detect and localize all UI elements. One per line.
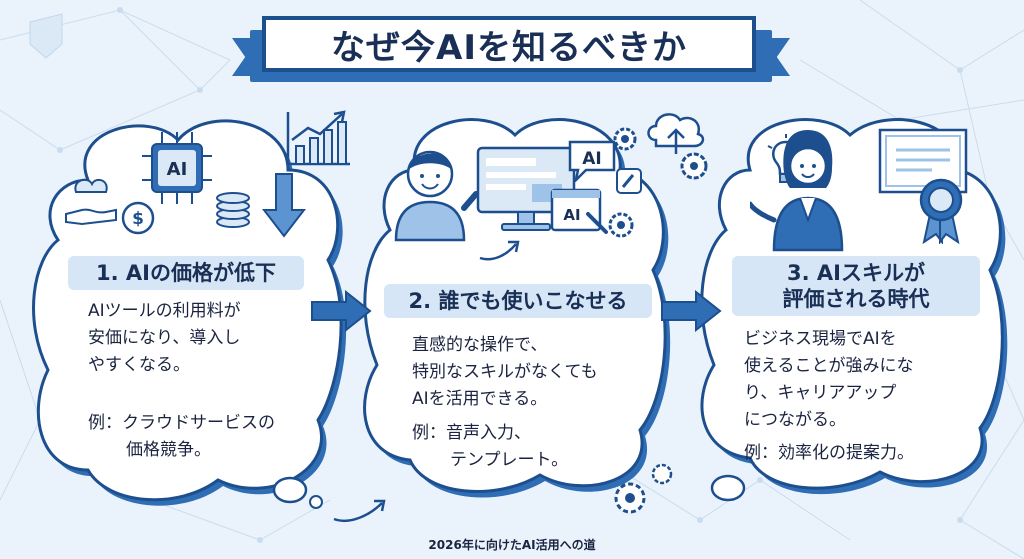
ai-chip-icon: AI <box>142 132 212 204</box>
monitor-icon <box>476 146 576 231</box>
step-1-body-line: 安価になり、導入し <box>88 328 241 348</box>
curved-arrow-icon-2 <box>479 240 520 261</box>
arrow-2-to-3 <box>661 290 722 332</box>
step-2-body-line: AIを活用できる。 <box>412 389 548 409</box>
step-2-example-label: 例：音声入力、 <box>412 423 531 443</box>
step-2-body: 直感的な操作で、 特別なスキルがなくても AIを活用できる。 <box>412 332 652 413</box>
step-2-body-line: 特別なスキルがなくても <box>412 362 598 382</box>
step-1-example-cont: 価格競争。 <box>126 440 211 460</box>
dollar-coin-icon: $ <box>121 201 155 235</box>
step-3-body-line: 使えることが強みにな <box>744 356 914 376</box>
ai-window-label: AI <box>563 206 580 224</box>
step-2-example: 例：音声入力、 テンプレート。 <box>412 420 642 474</box>
step-3-title-line-2: 評価される時代 <box>782 287 930 311</box>
coin-stack-icon <box>216 192 250 228</box>
footer-caption: 2026年に向けたAI活用への道 <box>428 538 596 552</box>
award-icon <box>919 178 963 244</box>
step-3-body-line: り、キャリアアップ <box>744 383 897 403</box>
step-3-title-line-1: 3. AIスキルが <box>787 261 925 285</box>
person-icon <box>394 150 478 242</box>
ai-window-icon: AI <box>550 188 608 234</box>
edit-icon <box>616 168 642 194</box>
growth-chart-icon <box>286 110 350 166</box>
cloud-hand-icon <box>65 178 117 226</box>
title-banner: なぜ今AIを知るべきか <box>232 16 790 82</box>
ai-bubble-icon: AI <box>568 140 616 182</box>
curved-arrow-icon <box>333 499 386 522</box>
gear-icon-bottom <box>614 463 673 514</box>
step-2-title: 2. 誰でも使いこなせる <box>384 284 652 318</box>
ai-bubble-label: AI <box>582 149 601 169</box>
step-1-example: 例：クラウドサービスの 価格競争。 <box>88 410 318 464</box>
step-3-example: 例：効率化の提案力。 <box>744 440 974 467</box>
gear-icon-small <box>608 212 634 238</box>
arrow-1-to-2 <box>311 290 372 332</box>
gear-icon <box>613 127 637 151</box>
svg-text:$: $ <box>132 209 144 229</box>
step-3-body-line: ビジネス現場でAIを <box>744 329 897 349</box>
step-2-body-line: 直感的な操作で、 <box>412 335 548 355</box>
ai-chip-label: AI <box>167 159 188 180</box>
thought-bubbles-1 <box>272 476 323 509</box>
down-arrow-icon <box>262 173 306 238</box>
businesswoman-icon <box>750 130 844 252</box>
certificate-icon <box>878 128 968 194</box>
step-3-example-label: 例：効率化の提案力。 <box>744 443 914 463</box>
step-1-body: AIツールの利用料が 安価になり、導入し やすくなる。 <box>88 298 298 379</box>
cloud-upload-icon <box>647 113 705 154</box>
step-3-title: 3. AIスキルが 評価される時代 <box>732 256 980 316</box>
thought-bubbles-3 <box>710 474 746 502</box>
step-1-title: 1. AIの価格が低下 <box>68 256 304 290</box>
step-1-example-label: 例：クラウドサービスの <box>88 413 275 433</box>
gear-icon-right <box>680 152 708 180</box>
step-2-example-cont: テンプレート。 <box>450 450 569 470</box>
step-1-body-line: やすくなる。 <box>88 355 190 375</box>
step-1-body-line: AIツールの利用料が <box>88 301 241 321</box>
step-3-body-line: につながる。 <box>744 410 846 430</box>
page-title: なぜ今AIを知るべきか <box>262 16 756 72</box>
step-3-body: ビジネス現場でAIを 使えることが強みにな り、キャリアアップ につながる。 <box>744 326 964 434</box>
